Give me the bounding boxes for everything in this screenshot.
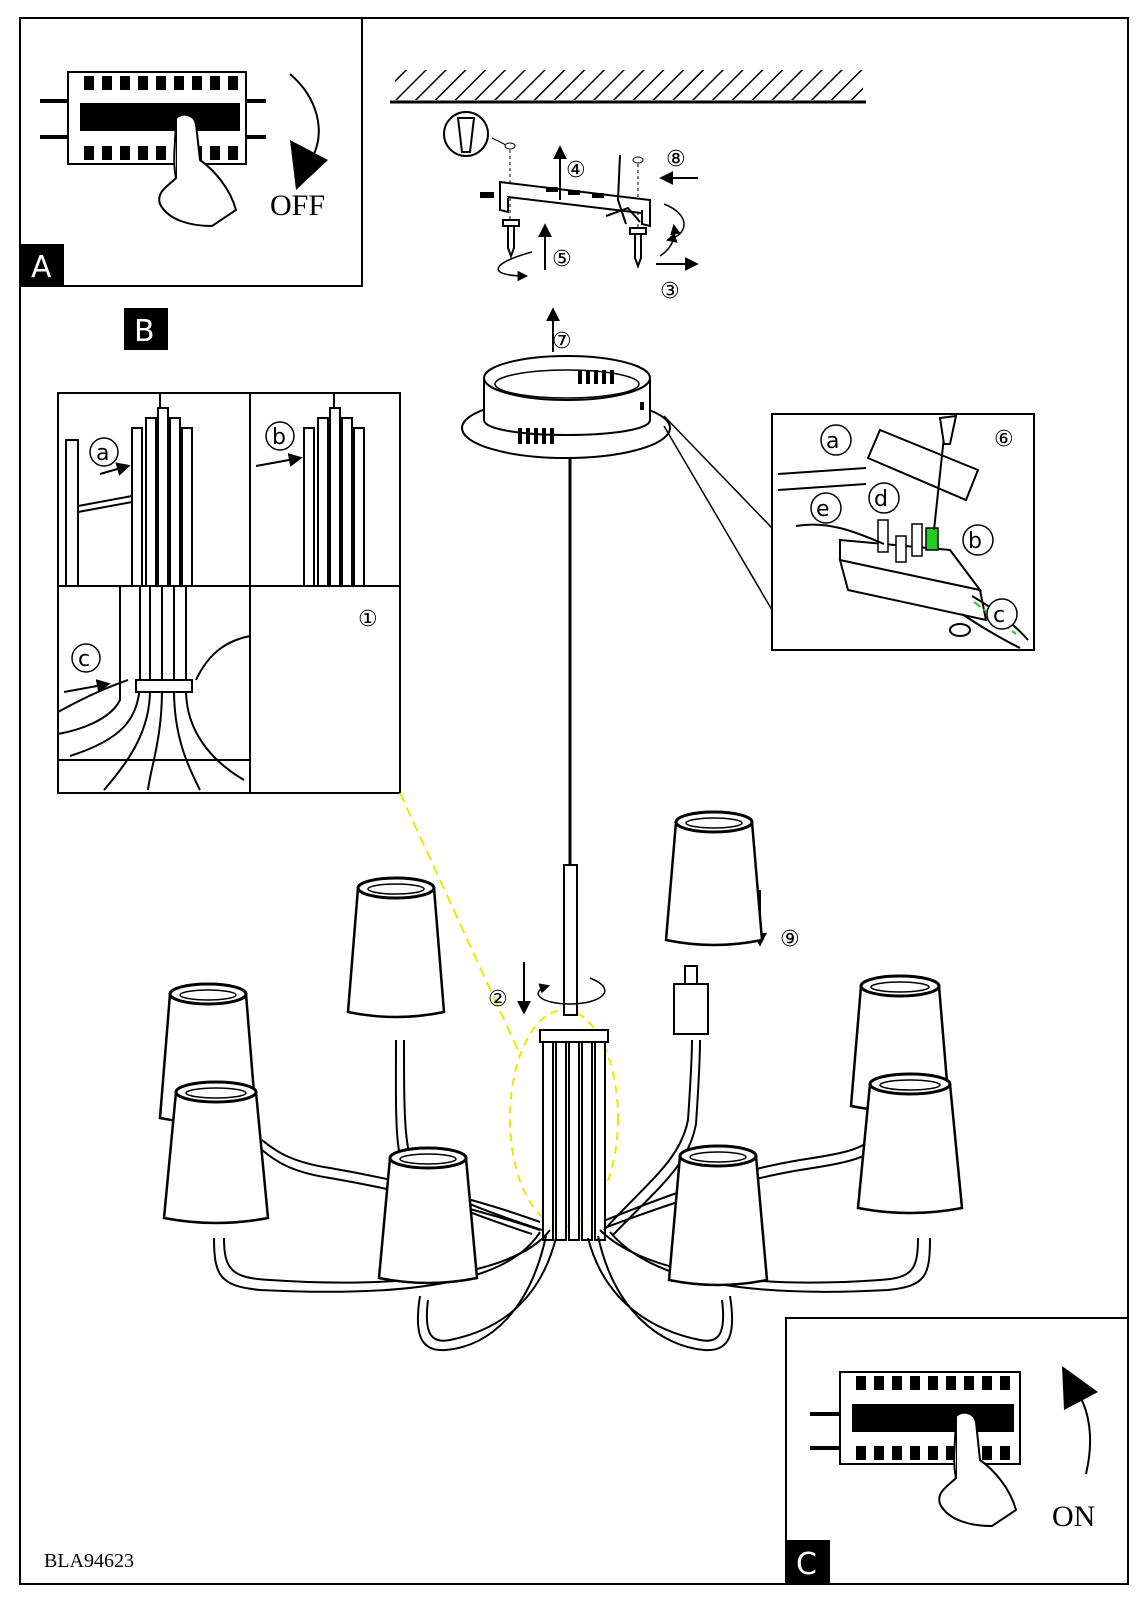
panel-a-off-label: OFF: [270, 189, 325, 222]
lamp-shade: [162, 1080, 270, 1225]
detail-6-label-c: c: [986, 598, 1018, 630]
panel-c-letter: C: [796, 1547, 817, 1582]
svg-text:d: d: [874, 487, 888, 512]
panel-c-on-label: ON: [1052, 1500, 1095, 1533]
chandelier: [213, 458, 931, 1352]
panel-b-badge: [124, 308, 168, 350]
step-3-label: ③: [660, 279, 680, 304]
hand-icon: [938, 1411, 1018, 1528]
step-4-label: ④: [566, 158, 586, 183]
svg-text:a: a: [96, 441, 109, 466]
screw-icon: [629, 227, 647, 269]
step-9-label: ⑨: [780, 927, 800, 952]
ceiling-canopy: [461, 307, 671, 459]
breaker-block-icon: [810, 1371, 1021, 1465]
detail-1-arm-assembly: a b c ①: [57, 392, 401, 794]
detail-1-label-c: c: [63, 643, 111, 693]
panel-b-letter: B: [134, 314, 155, 349]
screw-icon: [502, 219, 520, 259]
svg-text:b: b: [968, 529, 982, 554]
panel-a-badge: [20, 244, 64, 286]
detail-1-label-b: b: [255, 421, 303, 467]
panel-a-breaker-off: A: [19, 17, 363, 287]
breaker-block-icon: [40, 71, 266, 165]
detail-6-wiring: ⑥ a b c d e: [771, 413, 1035, 651]
rotate-arrow-icon: [537, 977, 606, 1005]
turn-on-arrow-icon: [1062, 1366, 1098, 1475]
panel-c-badge: [786, 1540, 830, 1584]
svg-text:b: b: [272, 425, 286, 450]
detail-6-label-d: d: [868, 482, 900, 514]
page-frame: [19, 17, 1129, 1585]
svg-text:c: c: [993, 603, 1005, 628]
turn-off-arrow-icon: [289, 73, 328, 190]
detail-6-label-e: e: [810, 492, 842, 524]
detail-6-step-number: ⑥: [994, 427, 1014, 452]
svg-text:c: c: [78, 647, 90, 672]
svg-text:a: a: [826, 429, 839, 454]
lamp-shades: [158, 810, 964, 1287]
panel-c-breaker-on: C ON: [785, 1317, 1129, 1585]
ceiling-hatch: [390, 70, 866, 104]
step-2-label: ②: [488, 987, 508, 1012]
detail-6-label-a: a: [820, 424, 852, 456]
lamp-shade: [377, 1146, 479, 1285]
lamp-shade: [346, 876, 446, 1019]
ceiling-bracket: [443, 111, 699, 282]
step-5-label: ⑤: [552, 247, 572, 272]
lamp-shade: [856, 1072, 964, 1215]
panel-a-letter: A: [31, 250, 52, 285]
lamp-shade: [667, 1144, 769, 1287]
detail-6-label-b: b: [962, 524, 994, 556]
rotate-arrow-icon: [497, 251, 533, 282]
lamp-shade: [664, 810, 764, 947]
step-8-label: ⑧: [666, 147, 686, 172]
step-7-label: ⑦: [552, 329, 572, 354]
hand-icon: [158, 113, 238, 228]
detail-1-step-number: ①: [358, 607, 378, 632]
svg-text:e: e: [816, 497, 830, 522]
detail-1-label-a: a: [89, 437, 131, 476]
product-code: BLA94623: [44, 1550, 134, 1572]
